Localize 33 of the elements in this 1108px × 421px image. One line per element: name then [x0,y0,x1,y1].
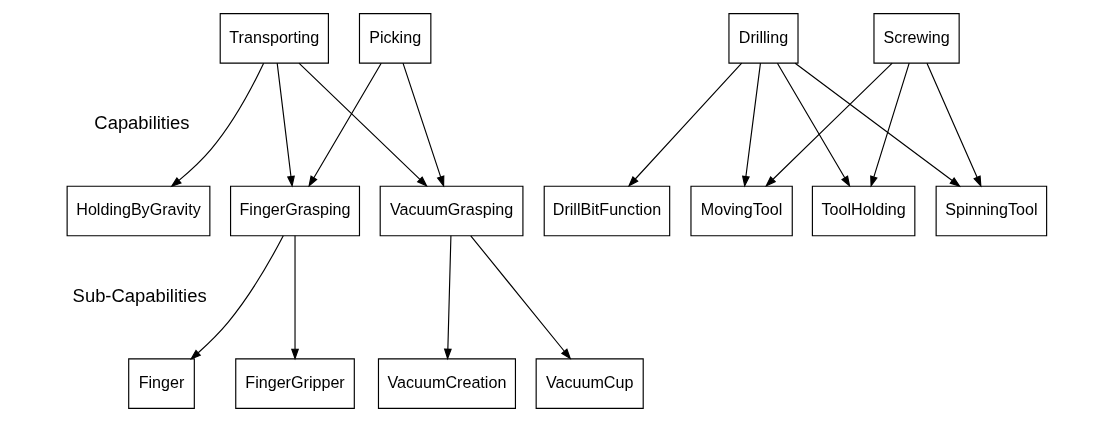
node-box: Screwing [873,12,960,64]
arrow [276,62,295,188]
arrow [298,62,428,187]
arrow [765,62,893,187]
arrow [470,234,572,360]
node-box: VacuumCreation [377,357,516,409]
arrow [443,234,452,360]
arrow [291,234,300,360]
arrow [170,62,265,187]
label: Sub-Capabilities [72,284,207,306]
node-box: SpinningTool [935,185,1048,236]
node-box: FingerGrasping [230,185,361,236]
arrow [776,62,851,187]
node-box: ToolHolding [811,185,916,236]
node-box: FingerGripper [235,357,355,409]
node-box: MovingTool [690,185,793,236]
node-box: Transporting [219,12,329,64]
arrow [741,62,761,188]
arrow [926,62,982,187]
arrow [627,62,743,187]
node-box: VacuumCup [535,357,644,409]
arrow [189,234,284,360]
arrow [308,62,382,187]
arrow [402,62,445,187]
node-box: Picking [358,12,432,64]
node-box: DrillBitFunction [543,185,671,236]
arrow [794,62,961,187]
node-box: VacuumGrasping [379,185,524,236]
label: Capabilities [94,111,190,133]
node-box: HoldingByGravity [66,185,211,236]
node-box: Finger [128,357,195,409]
node-box: Drilling [728,12,799,64]
arrow [870,62,910,187]
